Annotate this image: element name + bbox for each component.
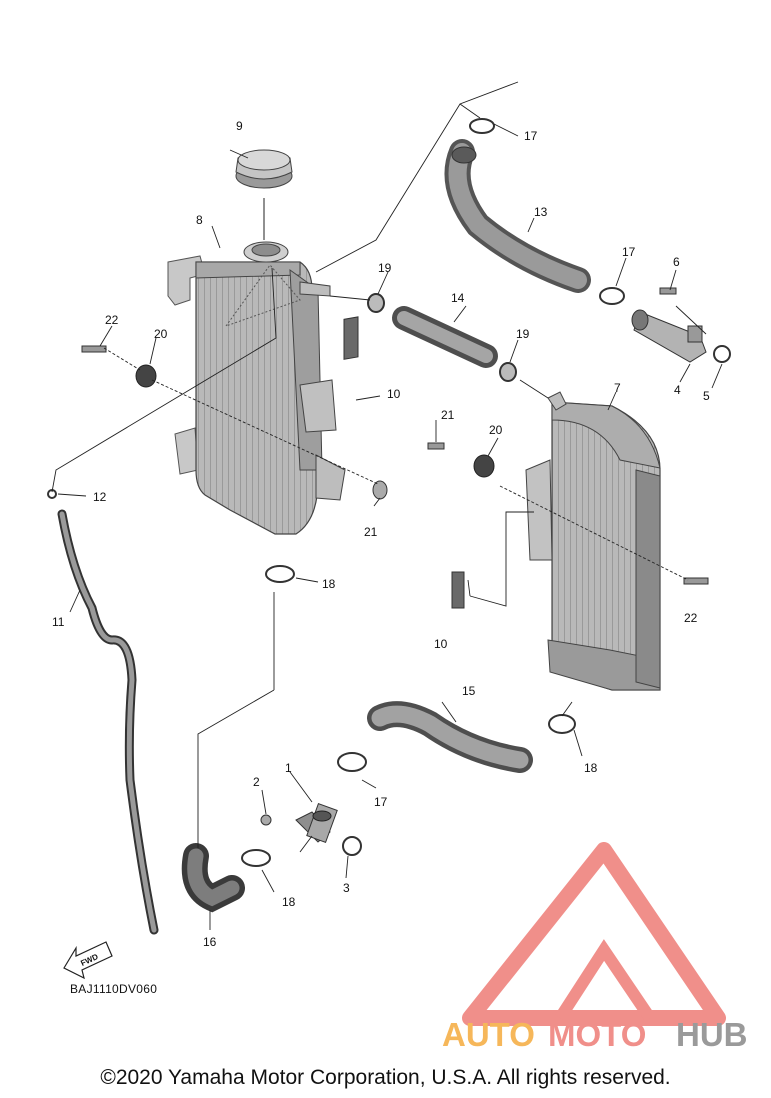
left-radiator — [167, 241, 346, 535]
callout-17-top: 17 — [524, 129, 538, 143]
clamps — [47, 118, 731, 867]
right-radiator — [525, 391, 661, 691]
watermark-auto: AUTO — [442, 1016, 535, 1053]
watermark-inner-mark — [554, 939, 655, 1022]
joint-1 — [295, 802, 338, 844]
callout-18-right: 18 — [584, 761, 598, 775]
callout-6: 6 — [673, 255, 680, 269]
callout-20-left: 20 — [154, 327, 168, 341]
callout-18-left: 18 — [322, 577, 336, 591]
watermark-hub: HUB — [676, 1016, 748, 1053]
callout-17-mid: 17 — [622, 245, 636, 259]
callout-18-bottom: 18 — [282, 895, 296, 909]
hose-16 — [181, 843, 245, 913]
callout-8: 8 — [196, 213, 203, 227]
watermark-moto: MOTO — [548, 1016, 646, 1053]
callout-12: 12 — [93, 490, 107, 504]
callout-9: 9 — [236, 119, 243, 133]
fwd-arrow-icon: FWD — [63, 941, 113, 980]
watermark-triangle — [462, 842, 726, 1026]
overflow-hose-11 — [57, 509, 159, 935]
callout-20-right: 20 — [489, 423, 503, 437]
callout-4: 4 — [674, 383, 681, 397]
callout-10-left: 10 — [387, 387, 401, 401]
radiator-cap — [235, 149, 293, 189]
hose-14 — [392, 306, 498, 368]
callout-22-right: 22 — [684, 611, 698, 625]
upper-hose-13 — [444, 139, 591, 293]
callout-14: 14 — [451, 291, 465, 305]
callout-22-left: 22 — [105, 313, 119, 327]
callout-5: 5 — [703, 389, 710, 403]
callout-21-right: 21 — [441, 408, 455, 422]
callout-17-bottom: 17 — [374, 795, 388, 809]
drawing-code: BAJ1110DV060 — [70, 982, 158, 996]
automotohub-watermark: AUTO MOTO HUB — [442, 842, 748, 1053]
callout-21-left: 21 — [364, 525, 378, 539]
callout-19-left: 19 — [378, 261, 392, 275]
callout-11: 11 — [52, 615, 65, 629]
callout-13: 13 — [534, 205, 548, 219]
copyright-notice: ©2020 Yamaha Motor Corporation, U.S.A. A… — [100, 1066, 671, 1089]
callout-3: 3 — [343, 881, 350, 895]
callout-7: 7 — [614, 381, 621, 395]
callout-19-right: 19 — [516, 327, 530, 341]
lower-hose-15 — [367, 701, 533, 773]
callout-2: 2 — [253, 775, 260, 789]
leader-lines — [51, 81, 723, 930]
pipe-joint-4 — [631, 309, 707, 363]
callout-16: 16 — [203, 935, 217, 949]
callout-labels: 1 2 3 4 5 6 7 8 9 10 10 11 12 13 14 15 1… — [52, 119, 710, 949]
callout-15: 15 — [462, 684, 476, 698]
callout-1: 1 — [285, 761, 292, 775]
callout-10-right: 10 — [434, 637, 448, 651]
grommets — [343, 316, 465, 609]
dampers — [135, 364, 495, 478]
